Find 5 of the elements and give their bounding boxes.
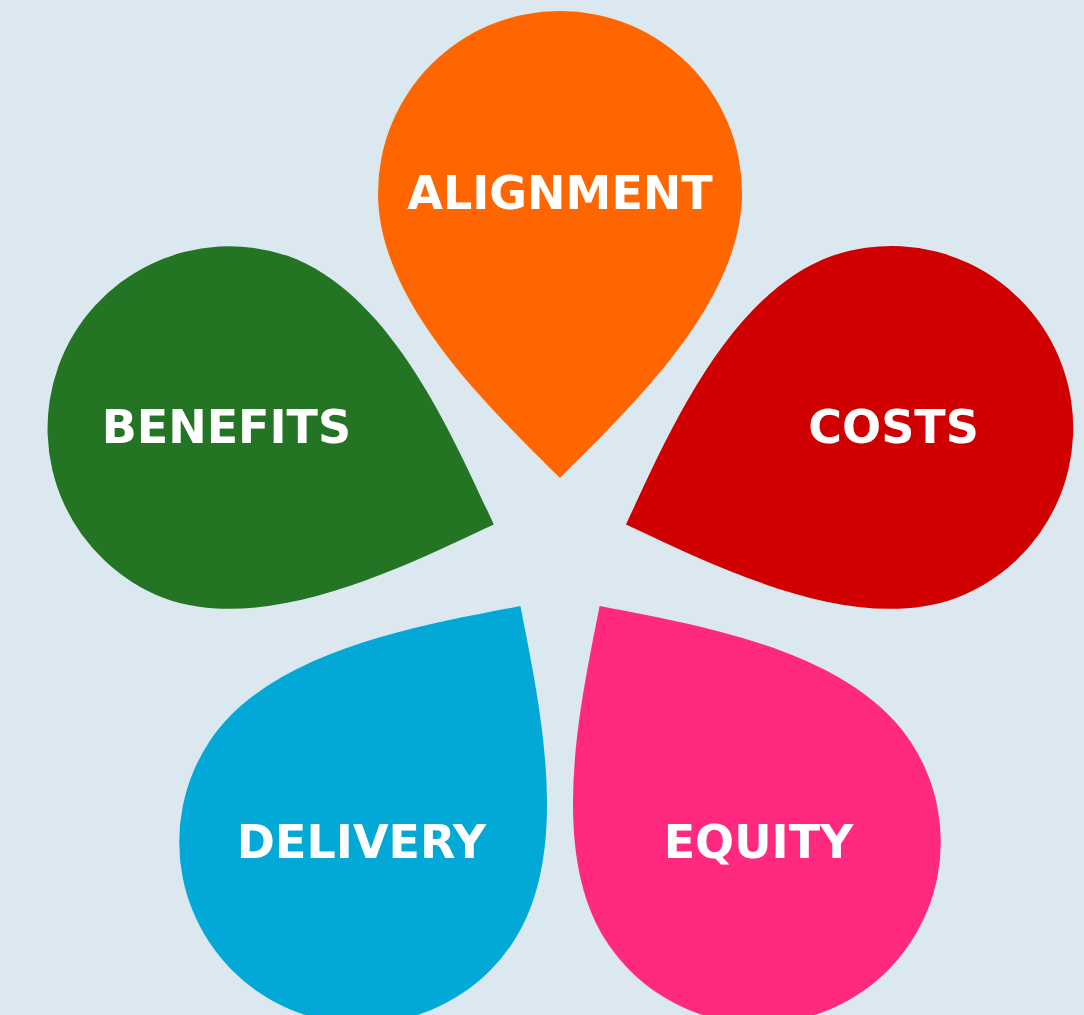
petal-label: EQUITY [663,815,854,870]
petal-label: ALIGNMENT [407,166,713,220]
petal-label: DELIVERY [236,815,487,870]
petal-label: BENEFITS [101,399,352,454]
petal-label: COSTS [808,399,979,454]
